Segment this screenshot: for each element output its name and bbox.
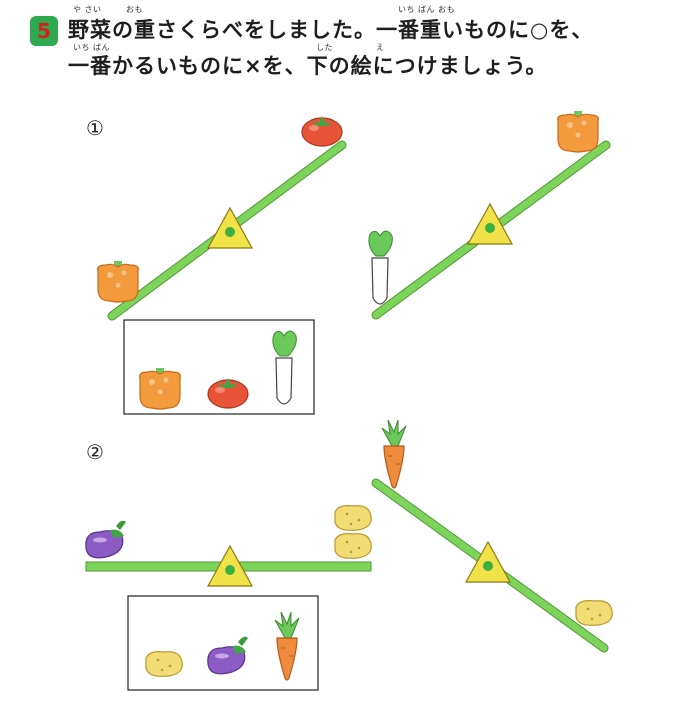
furigana-ichibanomo: いち ばん おも [398, 5, 456, 14]
furigana-shita: した [316, 43, 333, 52]
pepper-icon [97, 260, 139, 303]
tomato-icon [301, 115, 343, 147]
furigana-yasai: や さい [73, 5, 102, 14]
furigana-e: え [376, 43, 385, 52]
answer-box-1 [123, 319, 315, 415]
eggplant-icon [85, 520, 127, 559]
potato-icon [334, 505, 372, 531]
furigana-omo: おも [126, 5, 143, 14]
pepper-icon [139, 367, 181, 410]
answer-box-2 [127, 595, 319, 691]
seesaw-1b [368, 110, 611, 320]
seesaw-2b [371, 419, 613, 653]
pepper-icon [557, 110, 599, 153]
potato-icon [145, 650, 183, 677]
potato-icon [334, 532, 372, 559]
furigana-ichiban: いち ばん [73, 43, 111, 52]
seesaw-1a [97, 115, 347, 321]
question-line-1: 野菜の重さくらべをしました。一番重いものに○を、 [68, 18, 594, 42]
problem-1-label: ① [86, 116, 104, 140]
question-line-2: 一番かるいものに×を、下の絵につけましょう。 [68, 54, 548, 78]
problem-2-label: ② [86, 440, 104, 464]
carrot-icon [381, 419, 407, 489]
daikon-icon [368, 230, 393, 305]
seesaw-2a [85, 505, 372, 587]
question-number-badge: 5 [30, 16, 58, 46]
potato-icon [575, 599, 613, 626]
